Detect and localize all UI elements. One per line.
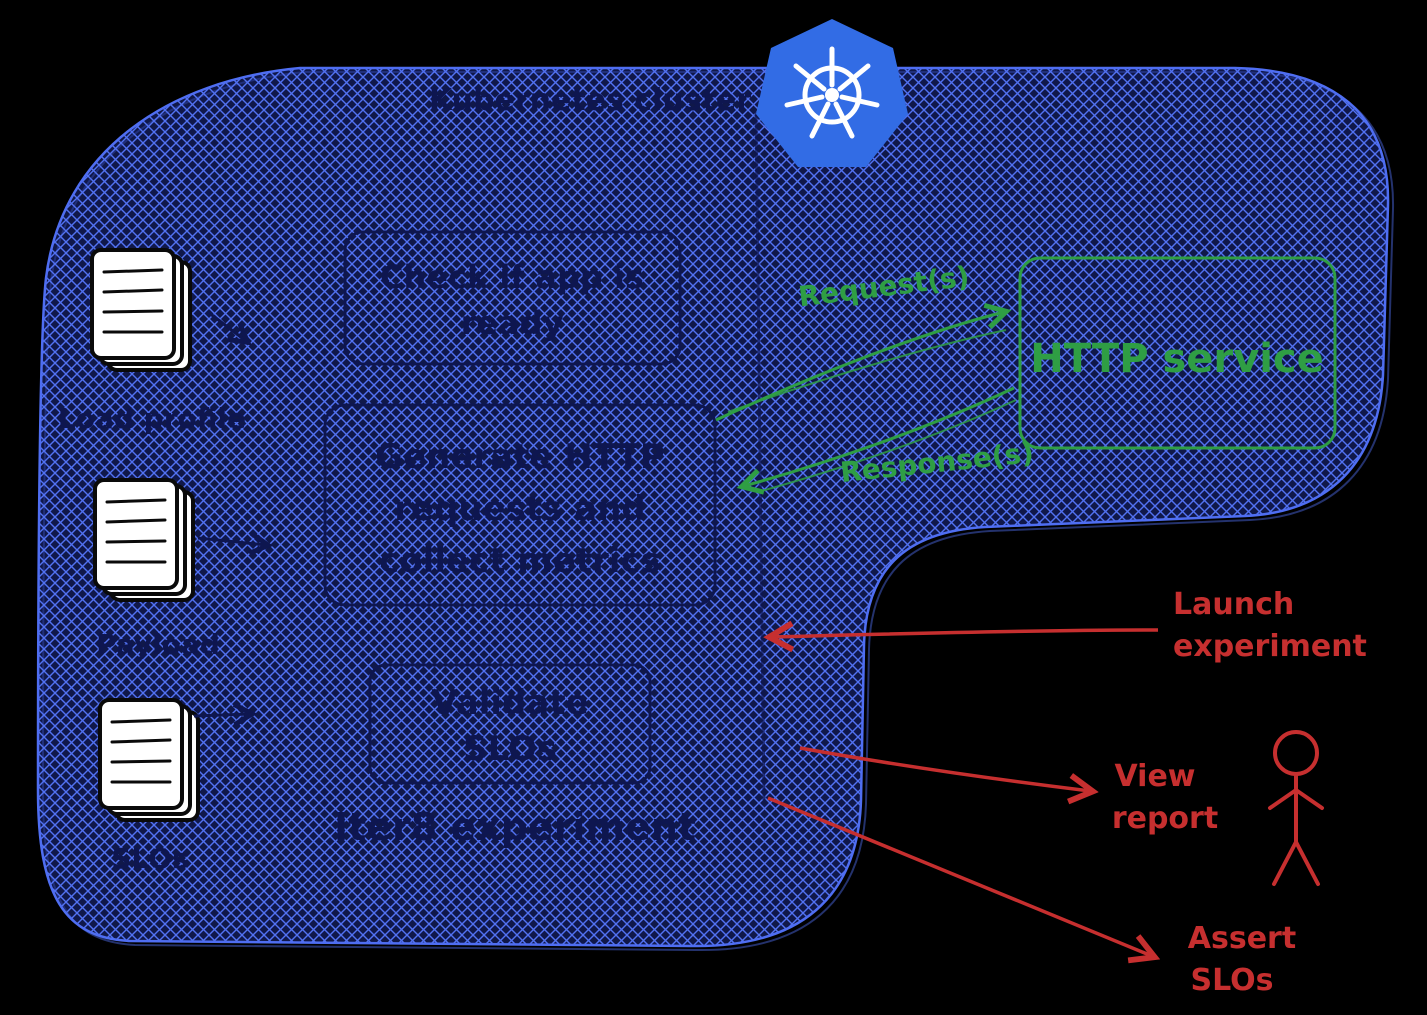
k8s-wheel-spokes	[784, 46, 880, 139]
cluster-title: Kubernetes cluster	[429, 83, 751, 118]
experiment-label: Iter8 experiment	[334, 805, 696, 849]
k8s-wheel-hub	[825, 88, 839, 102]
slos-doc-icon	[98, 698, 200, 822]
payload-arrow	[197, 538, 266, 545]
cluster-blob-shape	[36, 66, 1390, 948]
validate-line1: Validate	[431, 683, 588, 723]
generate-line3: collect metrics	[379, 541, 661, 581]
kubernetes-logo-icon	[756, 19, 908, 167]
assert-label-line2: SLOs	[1190, 963, 1273, 998]
check-app-line2: ready	[461, 304, 564, 342]
cluster-blob	[36, 66, 1395, 952]
view-label-line1: View	[1114, 759, 1195, 794]
launch-label-line2: experiment	[1173, 629, 1367, 664]
generate-line2: requests and	[394, 489, 645, 529]
load-profile-doc-icon	[90, 248, 192, 372]
check-app-box: Check if app is ready	[343, 230, 682, 366]
validate-slos-box: Validate SLOs	[368, 663, 652, 785]
launch-label-line1: Launch	[1173, 587, 1294, 622]
cluster-divider-line	[754, 111, 766, 801]
http-service-box: HTTP service	[1018, 256, 1337, 450]
payload-label: Payload	[96, 628, 220, 661]
assert-label-line1: Assert	[1188, 921, 1296, 956]
slos-doc-label: SLOs	[111, 842, 188, 875]
http-service-label: HTTP service	[1030, 336, 1324, 382]
launch-experiment-arrow	[772, 630, 1159, 637]
stick-figure-icon	[1268, 730, 1324, 886]
request-flow	[715, 312, 1007, 422]
load-profile-label: Load profile	[58, 402, 246, 435]
response-arrow	[744, 386, 1015, 486]
slos-arrow	[193, 714, 250, 716]
payload-doc-icon	[93, 478, 195, 602]
validate-line2: SLOs	[463, 729, 557, 769]
check-app-line1: Check if app is	[380, 258, 644, 296]
generate-line1: Generate HTTP	[375, 437, 665, 477]
request-arrow-secondary	[727, 329, 1007, 413]
load-profile-arrow	[207, 310, 246, 341]
doc-input-arrows	[193, 310, 266, 716]
assert-slos-arrow	[767, 796, 1152, 956]
response-flow	[744, 386, 1017, 493]
generate-requests-box: Generate HTTP requests and collect metri…	[323, 403, 717, 607]
view-label-line2: report	[1112, 801, 1218, 836]
response-arrow-secondary	[757, 399, 1017, 493]
view-report-arrow	[799, 746, 1090, 791]
